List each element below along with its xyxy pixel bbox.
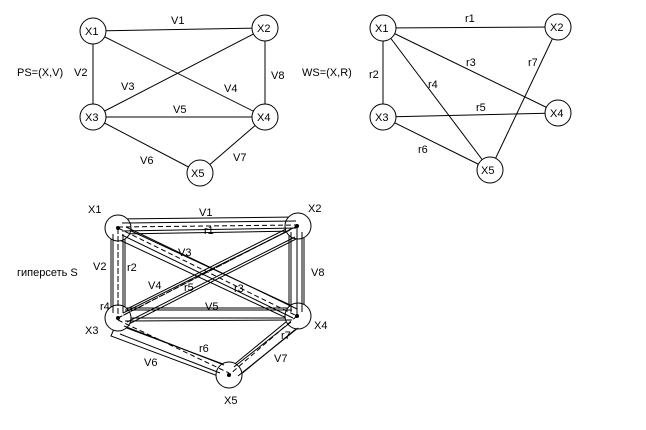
hypernet-tube-overlay (112, 220, 303, 377)
ps-graph: X1 X2 X3 X4 X5 V1 V2 V3 V4 V5 V6 V7 V8 P… (17, 14, 284, 187)
hs-edge-label: V2 (93, 261, 106, 273)
ps-edge-v4 (92, 30, 266, 118)
hs-route-label: r7 (281, 330, 291, 342)
ps-vertex-label: X4 (257, 112, 270, 124)
tube-v4-inner (125, 226, 298, 310)
hs-edge-label: V7 (274, 353, 287, 365)
ps-edge-label: V6 (140, 155, 153, 167)
hs-edge-label: V6 (144, 357, 157, 369)
ps-vertex-x5 (186, 159, 214, 187)
hs-vertex-label: X1 (88, 204, 101, 216)
hs-vertex-x3 (116, 316, 120, 320)
hs-route-label: r1 (204, 225, 214, 237)
ws-vertex-x5 (476, 156, 504, 184)
ws-vertex-label: X4 (550, 108, 563, 120)
ps-vertex-label: X2 (257, 23, 270, 35)
ps-vertex-x1 (79, 17, 107, 45)
ws-edge-r6 (382, 116, 491, 171)
hs-vertex-x1 (116, 226, 120, 230)
hypernet-title: гиперсеть S (17, 267, 78, 279)
ps-vertex-label: X5 (191, 168, 204, 180)
ps-graph-title: PS=(X,V) (17, 67, 63, 79)
ws-edge-label: r3 (466, 57, 476, 69)
ws-edge-r7 (489, 26, 559, 171)
ws-edge-r5 (382, 112, 559, 118)
ws-edge-label: r5 (476, 102, 486, 114)
hs-edge-label: V1 (199, 207, 212, 219)
ws-edge-r4 (382, 27, 491, 171)
ws-vertex-label: X1 (375, 23, 388, 35)
ps-vertex-x3 (79, 103, 107, 131)
ws-edge-label: r2 (369, 69, 379, 81)
ws-edge-label: r6 (418, 144, 428, 156)
hs-edge-label: V5 (205, 301, 218, 313)
hs-vertex-label: X3 (85, 325, 98, 337)
ws-graph: X1 X2 X3 X4 X5 r1 r2 r3 r4 r5 r6 r7 WS=(… (302, 13, 572, 184)
tube-v1-inner (121, 220, 297, 224)
hs-edge-label: V8 (311, 267, 324, 279)
ws-vertex-x2 (544, 13, 572, 41)
ps-edge-v7 (199, 116, 266, 174)
ps-edge-label: V1 (171, 15, 184, 27)
ws-edge-label: r4 (428, 79, 438, 91)
ws-edge-r1 (382, 26, 559, 29)
tube-v7-inner (237, 327, 299, 377)
tube-v6-inner (119, 333, 221, 374)
hs-vertex-x2 (295, 224, 299, 228)
hs-edge-label: V4 (148, 280, 161, 292)
tube-v1-inner (121, 227, 297, 232)
ps-vertex-label: X3 (85, 112, 98, 124)
ps-edge-v3 (92, 27, 266, 118)
hs-route-label: r2 (127, 262, 137, 274)
tube-v3-inner (126, 236, 296, 323)
hs-vertex-label: X5 (224, 395, 237, 407)
ps-edge-v1 (92, 27, 266, 32)
hs-vertex-x5 (227, 373, 231, 377)
ws-vertex-x4 (544, 99, 572, 127)
route-r1 (117, 224, 298, 228)
ws-vertex-label: X3 (375, 112, 388, 124)
ws-vertex-label: X5 (481, 165, 494, 177)
ps-edge-label: V8 (271, 70, 284, 82)
ps-edge-label: V5 (173, 104, 186, 116)
ps-vertex-label: X1 (85, 26, 98, 38)
ps-edge-label: V3 (121, 81, 134, 93)
ps-edge-label: V4 (224, 83, 237, 95)
ps-edge-label: V2 (74, 67, 87, 79)
tube-v6-inner (123, 325, 225, 366)
hs-vertex-label: X4 (314, 320, 327, 332)
hs-route-label: r3 (234, 283, 244, 295)
ws-vertex-label: X2 (550, 22, 563, 34)
hs-vertex-x4 (295, 314, 299, 318)
hs-vertex-label: X2 (308, 203, 321, 215)
ws-edge-label: r1 (465, 13, 475, 25)
hs-route-label: r5 (184, 282, 194, 294)
ps-vertex-x4 (251, 103, 279, 131)
ws-graph-title: WS=(X,R) (302, 67, 352, 79)
ps-edge-label: V7 (233, 152, 246, 164)
ws-vertex-x1 (369, 14, 397, 42)
route-r6 (117, 319, 230, 374)
ps-edge-v6 (92, 116, 201, 174)
hs-route-label: r4 (100, 301, 110, 313)
ws-edge-label: r7 (528, 57, 538, 69)
hypernet-graph: X1 X2 X3 X4 X5 V1 V2 V3 V4 V5 V6 V7 V8 r… (17, 203, 327, 407)
tube-v5-inner (124, 319, 293, 322)
ws-vertex-x3 (369, 103, 397, 131)
hs-route-label: r6 (199, 343, 209, 355)
hs-edge-label: V3 (178, 247, 191, 259)
ps-vertex-x2 (251, 14, 279, 42)
ws-edge-r3 (382, 27, 559, 114)
tube-v4-inner (121, 234, 294, 319)
